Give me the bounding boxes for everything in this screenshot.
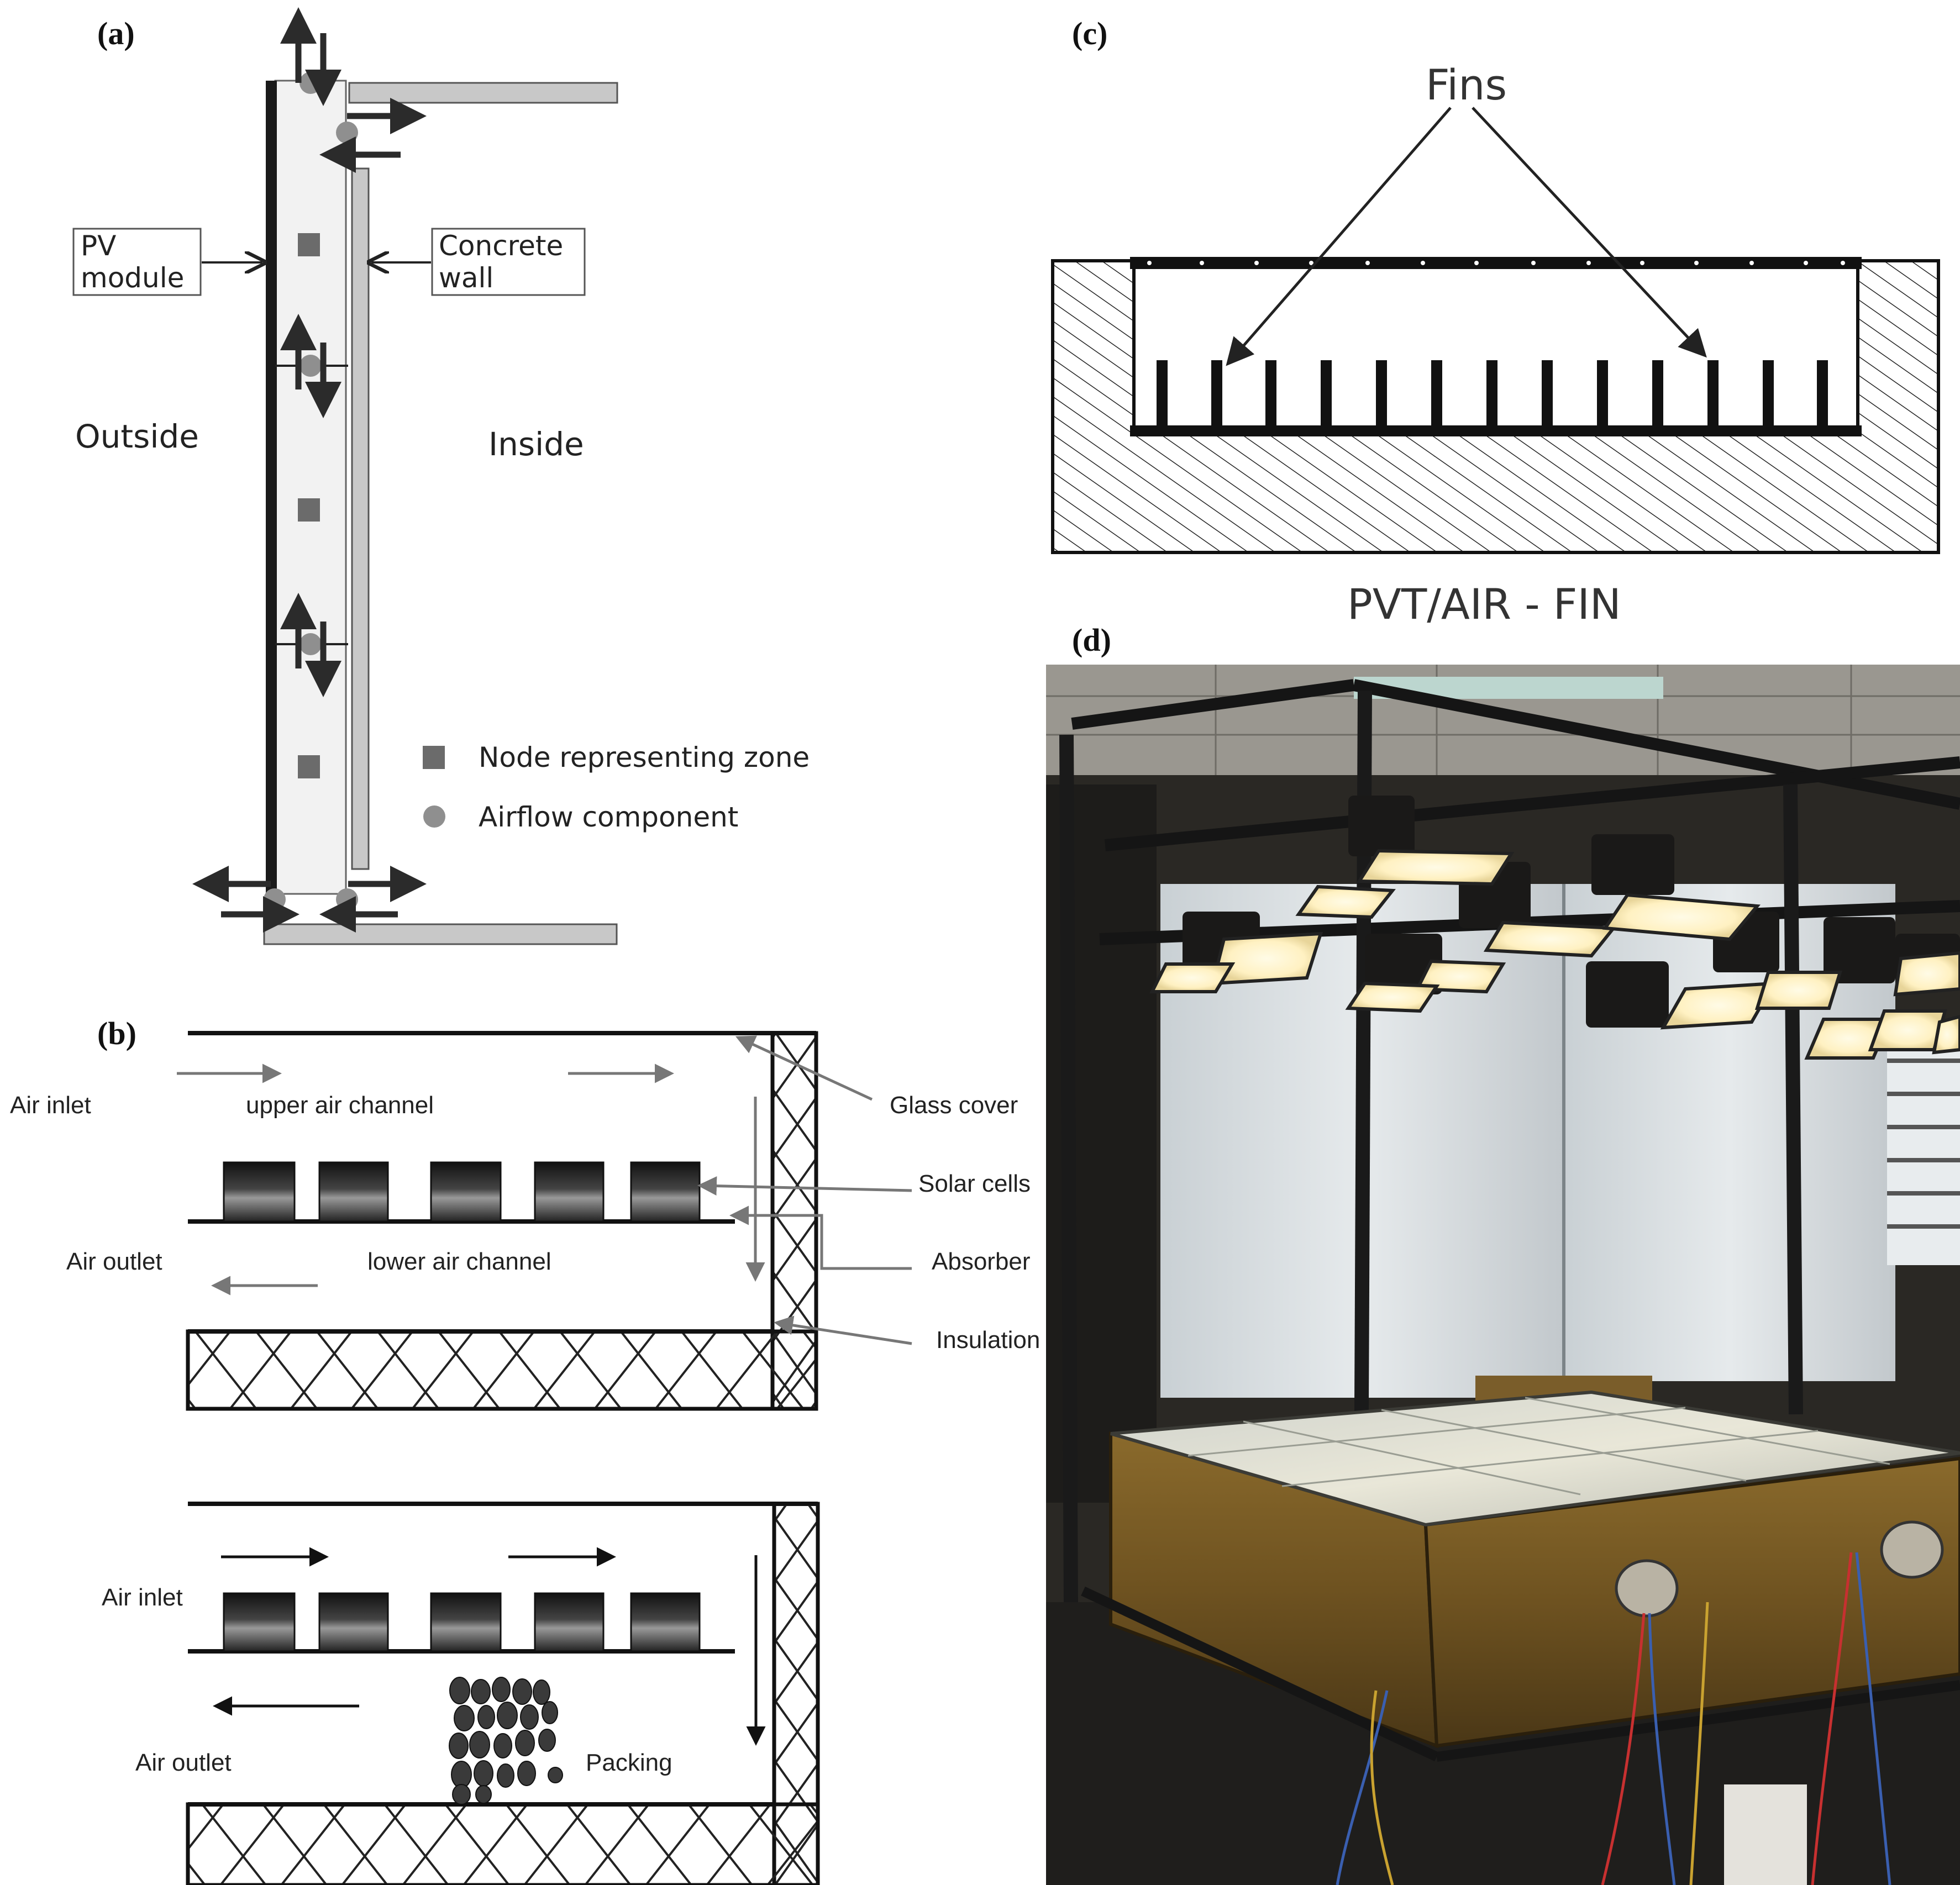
upper-air-channel-label: upper air channel [246,1092,434,1119]
solar-cell [430,1592,502,1652]
solar-cell [223,1161,296,1223]
panel-c: (c) Fins PVT/ [1051,15,1940,629]
panel-a-label: (a) [97,15,135,51]
packing-label: Packing [586,1749,672,1776]
panel-d-label: (d) [1072,622,1111,658]
fins [1157,360,1828,429]
pvt-packed-bed: Air inlet Air outlet Packing [102,1502,820,1885]
airflow-component [336,888,358,910]
inside-label: Inside [488,425,584,463]
glass-cover-label: Glass cover [890,1092,1018,1119]
bottom-insulation [186,1329,818,1411]
concrete-wall-label-line2: wall [439,262,493,294]
solar-cell [430,1161,502,1223]
solar-cell [318,1161,389,1223]
bottom-insulation [186,1802,820,1885]
legend-airflow-swatch [423,805,445,828]
concrete-wall-callout-box [431,228,586,296]
lower-air-channel-label: lower air channel [367,1248,551,1275]
airflow-component [299,633,322,655]
legend-node-swatch [423,746,445,769]
test-rig-photo [1046,665,1960,1885]
floor-slab [263,923,618,945]
zone-node [298,498,320,522]
air-outlet-label: Air outlet [66,1248,162,1275]
legend-airflow-label: Airflow component [479,801,738,833]
solar-cell [630,1592,701,1652]
airflow-component [299,355,322,377]
panel-d: (d) [1046,622,1960,1885]
solar-cell [318,1592,389,1652]
panel-c-label: (c) [1072,15,1107,51]
fins-label: Fins [1426,60,1507,109]
absorber-label: Absorber [932,1248,1031,1275]
solar-cell [534,1161,605,1223]
airflow-component [299,72,322,94]
airflow-component [336,122,358,144]
ceiling-slab [348,82,618,104]
solar-cell [223,1592,296,1652]
solar-cells-label: Solar cells [918,1170,1031,1197]
panel-b-label: (b) [97,1015,136,1051]
legend-node-label: Node representing zone [479,741,810,773]
absorber-bar [1130,425,1862,436]
concrete-wall-label-line1: Concrete [439,230,563,262]
pv-module-label-line2: module [81,262,184,294]
pvt-double-pass: Air inlet upper air channel Air outlet l… [10,1031,1040,1411]
zone-node [298,755,320,778]
solar-cell [534,1592,605,1652]
solar-cell [630,1161,701,1223]
concrete-wall [351,167,370,870]
air-inlet-label: Air inlet [102,1584,183,1611]
packing-media [449,1677,563,1805]
zone-node [298,233,320,256]
airflow-component [264,888,286,910]
outside-label: Outside [75,418,199,455]
airflow-arrows [192,7,427,933]
air-outlet-label: Air outlet [135,1749,232,1776]
insulation-label: Insulation [936,1326,1040,1354]
panel-c-title: PVT/AIR - FIN [1347,580,1621,629]
pv-module [266,81,277,896]
glazing-dots [1147,261,1845,265]
pv-module-label-line1: PV [81,230,116,262]
air-inlet-label: Air inlet [10,1092,91,1119]
pv-module-callout-box [72,228,202,296]
panel-b: (b) Air inle [10,1015,1040,1885]
panel-a: (a) [72,7,810,945]
